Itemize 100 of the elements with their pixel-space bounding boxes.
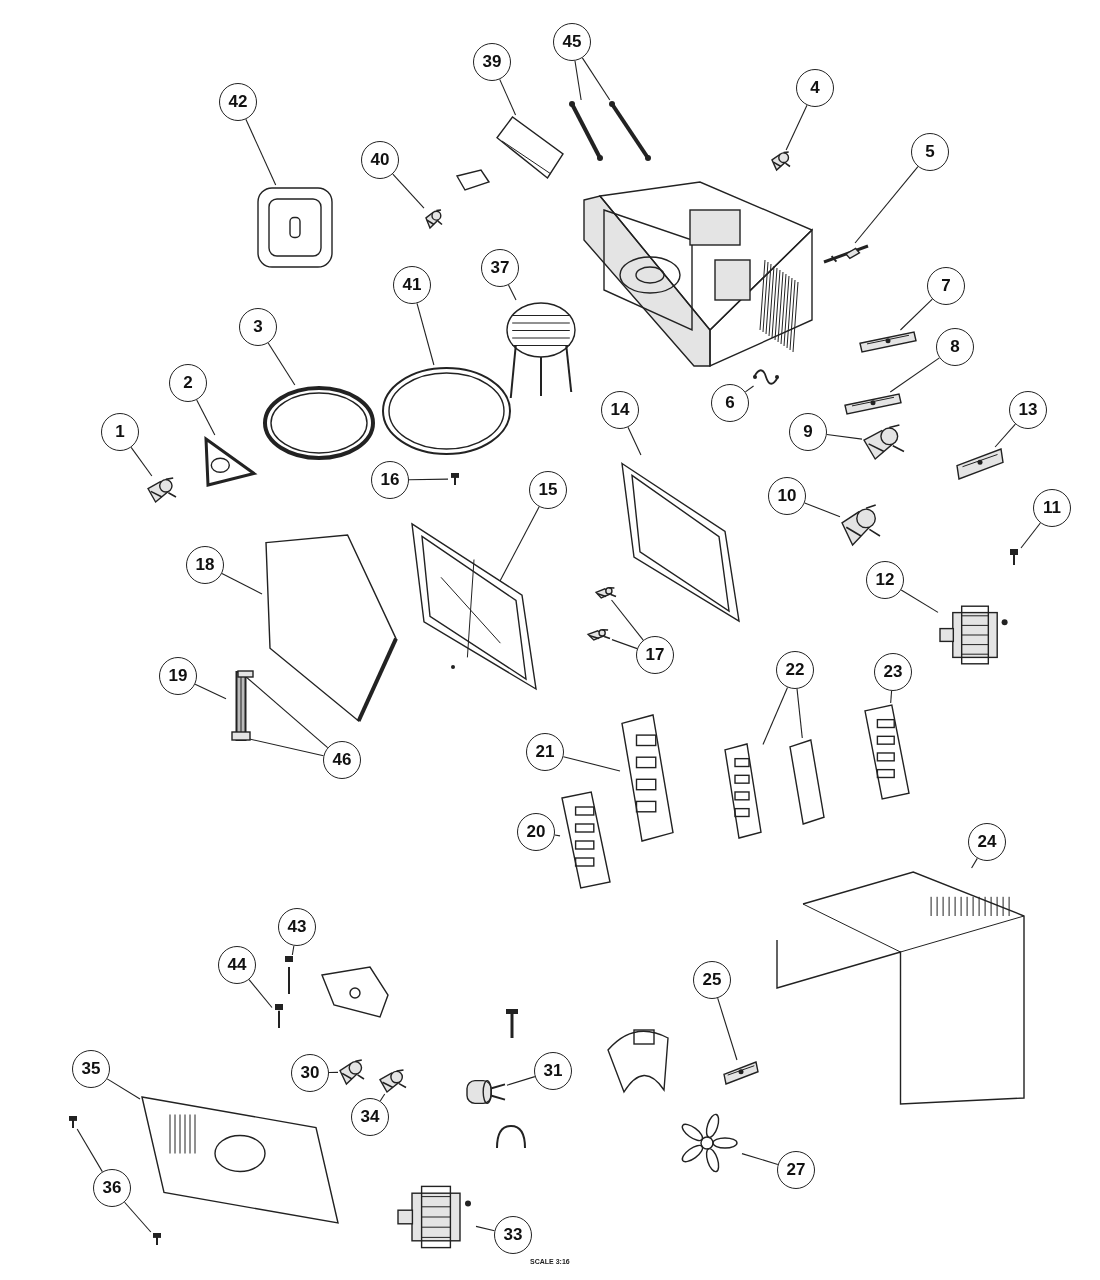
ring-drawing xyxy=(380,365,513,457)
leader-line xyxy=(245,118,277,186)
callout-number: 22 xyxy=(776,651,814,689)
leader-line xyxy=(106,1078,141,1100)
clip-drawing xyxy=(146,476,178,504)
callout-number: 5 xyxy=(911,133,949,171)
callout-number: 16 xyxy=(371,461,409,499)
callout-number: 30 xyxy=(291,1054,329,1092)
callout-number: 35 xyxy=(72,1050,110,1088)
circuit-board-drawing xyxy=(863,703,911,801)
switch-drawing xyxy=(840,503,882,547)
callout-number: 37 xyxy=(481,249,519,287)
switch-drawing xyxy=(378,1068,408,1094)
rod-drawing xyxy=(568,100,604,162)
leader-line xyxy=(899,298,933,331)
circuit-board-drawing xyxy=(620,713,675,843)
clip-drawing xyxy=(594,586,618,600)
callout-number: 46 xyxy=(323,741,361,779)
rod-drawing xyxy=(608,100,652,162)
leader-line xyxy=(717,997,738,1061)
leader-line xyxy=(248,979,273,1009)
callout-number: 20 xyxy=(517,813,555,851)
leader-line xyxy=(762,686,789,745)
leader-line xyxy=(971,857,978,869)
callout-number: 42 xyxy=(219,83,257,121)
door-drawing xyxy=(262,533,400,725)
callout-number: 39 xyxy=(473,43,511,81)
leader-line xyxy=(76,1128,103,1173)
callout-number: 3 xyxy=(239,308,277,346)
leader-line xyxy=(804,502,841,518)
leader-line xyxy=(574,60,582,101)
callout-number: 36 xyxy=(93,1169,131,1207)
leader-line xyxy=(499,506,540,582)
leader-line xyxy=(506,1076,536,1086)
callout-number: 45 xyxy=(553,23,591,61)
plate-drawing xyxy=(843,392,903,416)
callout-number: 14 xyxy=(601,391,639,429)
leader-line xyxy=(221,573,263,595)
screw-drawing xyxy=(150,1232,164,1246)
cover-drawing xyxy=(495,115,565,180)
callout-number: 11 xyxy=(1033,489,1071,527)
leader-line xyxy=(408,478,449,481)
leader-line xyxy=(291,945,295,956)
callout-number: 27 xyxy=(777,1151,815,1189)
leader-line xyxy=(627,426,642,456)
casing-drawing xyxy=(255,185,335,270)
leader-line xyxy=(244,675,329,749)
control-panel-drawing xyxy=(560,790,612,890)
leader-line xyxy=(130,446,153,477)
leader-line xyxy=(194,683,227,700)
leader-line xyxy=(1020,522,1041,549)
leader-line xyxy=(854,166,919,244)
pin-drawing xyxy=(822,243,870,265)
callout-number: 2 xyxy=(169,364,207,402)
screw-drawing xyxy=(282,955,296,995)
leader-line xyxy=(267,342,296,386)
plate-drawing xyxy=(858,330,918,354)
leader-line xyxy=(562,756,621,772)
leader-line xyxy=(392,173,425,209)
callout-number: 24 xyxy=(968,823,1006,861)
callout-number: 15 xyxy=(529,471,567,509)
callout-number: 4 xyxy=(796,69,834,107)
callout-number: 43 xyxy=(278,908,316,946)
leader-line xyxy=(611,639,638,650)
leader-line xyxy=(826,433,863,440)
outer-case-drawing xyxy=(773,868,1028,1108)
callout-number: 12 xyxy=(866,561,904,599)
screw-drawing xyxy=(448,472,462,486)
leader-line xyxy=(890,690,893,704)
leader-line xyxy=(611,599,644,641)
clip-drawing xyxy=(424,208,444,230)
ring-drawing xyxy=(262,385,376,461)
callout-number: 8 xyxy=(936,328,974,366)
leader-line xyxy=(785,104,808,151)
leader-line xyxy=(889,357,940,393)
callout-number: 31 xyxy=(534,1052,572,1090)
leader-line xyxy=(196,399,216,436)
wire-drawing xyxy=(752,368,780,386)
leader-line xyxy=(328,1071,339,1074)
callout-number: 25 xyxy=(693,961,731,999)
leader-line xyxy=(581,57,611,101)
leader-line xyxy=(416,302,435,366)
circuit-board-drawing xyxy=(723,742,763,840)
leader-line xyxy=(507,284,517,301)
callout-number: 17 xyxy=(636,636,674,674)
callout-number: 1 xyxy=(101,413,139,451)
base-plate-drawing xyxy=(140,1095,340,1225)
screw-drawing xyxy=(66,1115,80,1129)
plate-drawing xyxy=(955,447,1005,481)
leader-line xyxy=(379,1093,386,1102)
leader-line xyxy=(475,1225,496,1232)
leader-line xyxy=(499,78,517,116)
callout-number: 6 xyxy=(711,384,749,422)
switch-drawing xyxy=(338,1058,366,1086)
rack-drawing xyxy=(505,300,577,400)
callout-number: 10 xyxy=(768,477,806,515)
callout-number: 33 xyxy=(494,1216,532,1254)
clip-drawing xyxy=(770,150,792,172)
plate-drawing xyxy=(722,1060,760,1086)
callout-number: 41 xyxy=(393,266,431,304)
